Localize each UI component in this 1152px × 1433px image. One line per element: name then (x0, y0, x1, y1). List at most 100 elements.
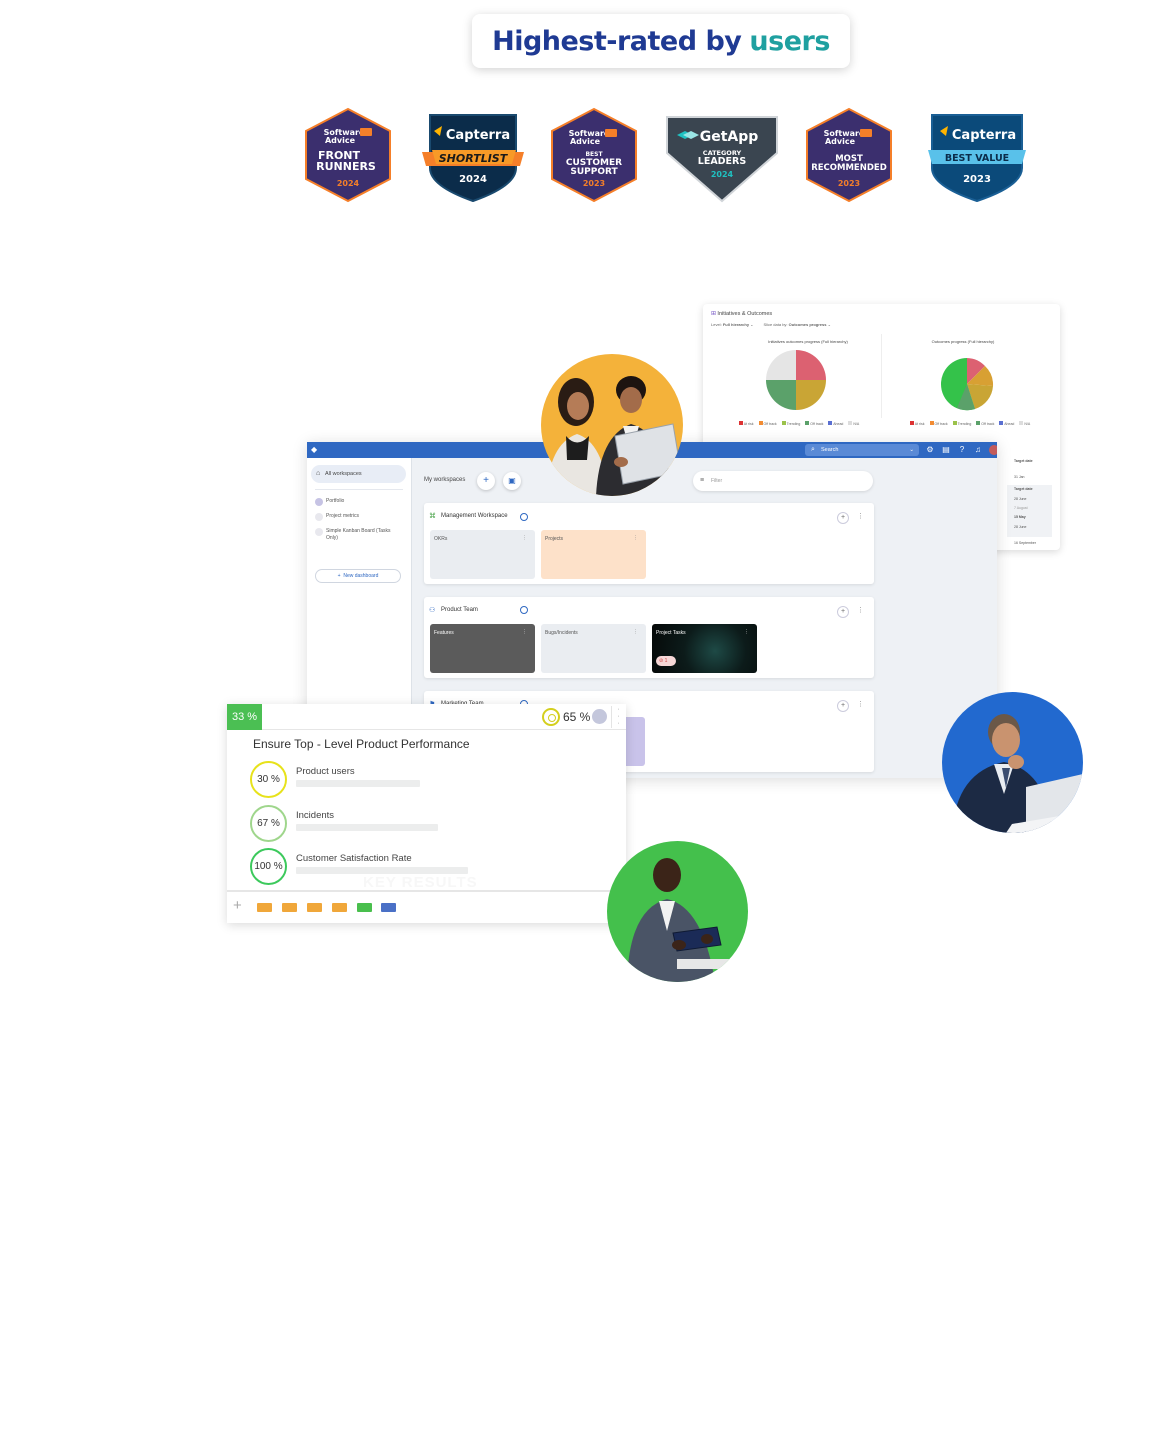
add-icon[interactable]: + (233, 897, 242, 914)
badge5-title1: MOST (835, 154, 863, 164)
goal-card[interactable]: 33 % 65 % ··· Ensure Top - Level Product… (227, 704, 626, 923)
status-chip[interactable] (257, 903, 272, 912)
grid-icon: ⊞ (711, 311, 717, 317)
goal-progress: 33 % (227, 704, 262, 730)
dashboard-icon (315, 528, 323, 536)
gear-icon[interactable]: ⚙ (926, 445, 934, 454)
topbar-icons: ⚙ ▤ ? ♫ (925, 445, 997, 455)
key-result-row[interactable]: 100 % Customer Satisfaction Rate KEY RES… (250, 848, 620, 891)
board-okrs[interactable]: OKRs⋮ (430, 530, 535, 579)
goal-header: 33 % 65 % ··· (227, 704, 626, 730)
more-icon[interactable]: ⋮ (633, 535, 638, 541)
board-features[interactable]: Features⋮ (430, 624, 535, 673)
slice-filter[interactable]: Slice data by: Outcomes progress ⌄ (763, 322, 831, 327)
chart2-title: Outcomes progress (Full hierarchy) (931, 339, 995, 344)
badge-front-runners: Software Advice FRONT RUNNERS 2024 (302, 107, 394, 203)
logo-icon[interactable]: ◆ (311, 445, 318, 454)
search-icon: ⌕ (811, 446, 815, 453)
more-icon[interactable]: ⋮ (857, 701, 864, 708)
more-icon[interactable]: ⋮ (857, 513, 864, 520)
status-ring (520, 606, 528, 614)
kr-placeholder-bar (296, 824, 438, 831)
bell-icon[interactable]: ♫ (975, 445, 981, 454)
divider (881, 334, 882, 418)
blocked-badge: ⊘ 1 (656, 656, 676, 666)
more-icon[interactable]: ⋮ (633, 629, 638, 635)
workspace-management: ⌘ Management Workspace + ⋮ OKRs⋮ Project… (424, 503, 874, 584)
more-icon[interactable]: ⋮ (744, 629, 749, 635)
workspace-title[interactable]: Management Workspace (441, 513, 508, 519)
main-title: My workspaces (424, 477, 466, 483)
badge3-title0: BEST (585, 151, 603, 158)
badge1-year: 2024 (337, 179, 360, 188)
goal-confidence: 65 % (563, 710, 591, 724)
sidebar-item-portfolio[interactable]: Portfolio (315, 498, 410, 506)
search-input[interactable]: ⌕ Search ⌄ (805, 444, 919, 456)
status-chip[interactable] (307, 903, 322, 912)
more-icon[interactable]: ⋮ (522, 535, 527, 541)
photo-man-laptop-blue (942, 692, 1083, 833)
workspace-product-team: ⚇ Product Team + ⋮ Features⋮ Bugs/Incide… (424, 597, 874, 678)
new-dashboard-button[interactable]: + New dashboard (315, 569, 401, 583)
badge4-title0: CATEGORY (703, 149, 742, 157)
status-chip[interactable] (357, 903, 372, 912)
board-projects[interactable]: Projects⋮ (541, 530, 646, 579)
org-icon: ⌘ (429, 513, 436, 520)
help-icon[interactable]: ? (959, 445, 965, 454)
badge5-title2: RECOMMENDED (811, 163, 887, 173)
sidebar-item-kanban[interactable]: Simple Kanban Board (Tasks Only) (315, 528, 400, 542)
badge1-title1: FRONT (318, 149, 361, 162)
kr-name: Customer Satisfaction Rate (296, 853, 412, 864)
badge3-title1: CUSTOMER (566, 158, 622, 168)
dashboard-icon (315, 513, 323, 521)
key-result-row[interactable]: 30 % Product users (250, 761, 620, 799)
badge3-year: 2023 (583, 179, 605, 188)
badge1-title2: RUNNERS (316, 160, 376, 173)
app-window: ◆ ⌕ Search ⌄ ⚙ ▤ ? ♫ ⌂ All workspaces Po… (307, 442, 997, 778)
filter-icon: ≡ (700, 477, 705, 484)
add-board-button[interactable]: + (837, 512, 849, 524)
board-project-tasks[interactable]: Project Tasks⋮ ⊘ 1 (652, 624, 757, 673)
panel-header: ⊞ Initiatives & Outcomes (711, 310, 772, 317)
hero-title-accent: users (749, 25, 830, 57)
level-filter[interactable]: Level: Full hierarchy ⌄ (711, 322, 754, 327)
chevron-down-icon: ⌄ (909, 447, 914, 453)
add-board-button[interactable]: + (837, 700, 849, 712)
status-ring (520, 513, 528, 521)
badge-getapp-leaders: GetApp CATEGORY LEADERS 2024 (665, 113, 779, 203)
avatar[interactable] (592, 709, 607, 724)
goal-title: Ensure Top - Level Product Performance (253, 737, 470, 751)
add-workspace-button[interactable]: + (477, 472, 495, 490)
plus-icon: + (337, 573, 341, 579)
photo-man-tablet-green (607, 841, 748, 982)
add-board-button[interactable]: + (837, 606, 849, 618)
pie-chart-outcomes (940, 358, 994, 411)
more-icon[interactable]: ⋮ (522, 629, 527, 635)
badge1-brand1: Software (324, 128, 365, 137)
workspace-title[interactable]: Product Team (441, 607, 478, 613)
status-chip[interactable] (332, 903, 347, 912)
chart2-legend: At risk Off track Trending Off track Ahe… (910, 421, 1030, 426)
filter-input[interactable]: ≡ Filter (693, 471, 873, 491)
more-icon[interactable]: ⋮ (857, 607, 864, 614)
badge2-title: SHORTLIST (439, 152, 509, 165)
panel-title: Initiatives & Outcomes (717, 311, 773, 317)
badge5-year: 2023 (838, 179, 860, 188)
kr-progress-ring: 100 % (250, 848, 287, 885)
key-result-row[interactable]: 67 % Incidents (250, 805, 620, 843)
photo-team-yellow (541, 354, 683, 496)
calendar-icon[interactable]: ▤ (942, 445, 950, 454)
badge4-year: 2024 (711, 170, 734, 179)
avatar[interactable] (989, 445, 997, 455)
archive-button[interactable]: ▣ (503, 472, 521, 490)
sidebar-item-all-workspaces[interactable]: ⌂ All workspaces (311, 465, 406, 483)
drag-handle-icon[interactable]: ··· (611, 706, 625, 728)
hero-title-main: Highest-rated by (492, 25, 742, 57)
status-chip[interactable] (282, 903, 297, 912)
status-chip[interactable] (381, 903, 396, 912)
board-bugs-incidents[interactable]: Bugs/Incidents⋮ (541, 624, 646, 673)
hero-heading: Highest-rated by users (472, 14, 850, 68)
panel-filters: Level: Full hierarchy ⌄ Slice data by: O… (711, 322, 831, 327)
target-icon (542, 708, 560, 726)
sidebar-item-project-metrics[interactable]: Project metrics (315, 513, 410, 521)
